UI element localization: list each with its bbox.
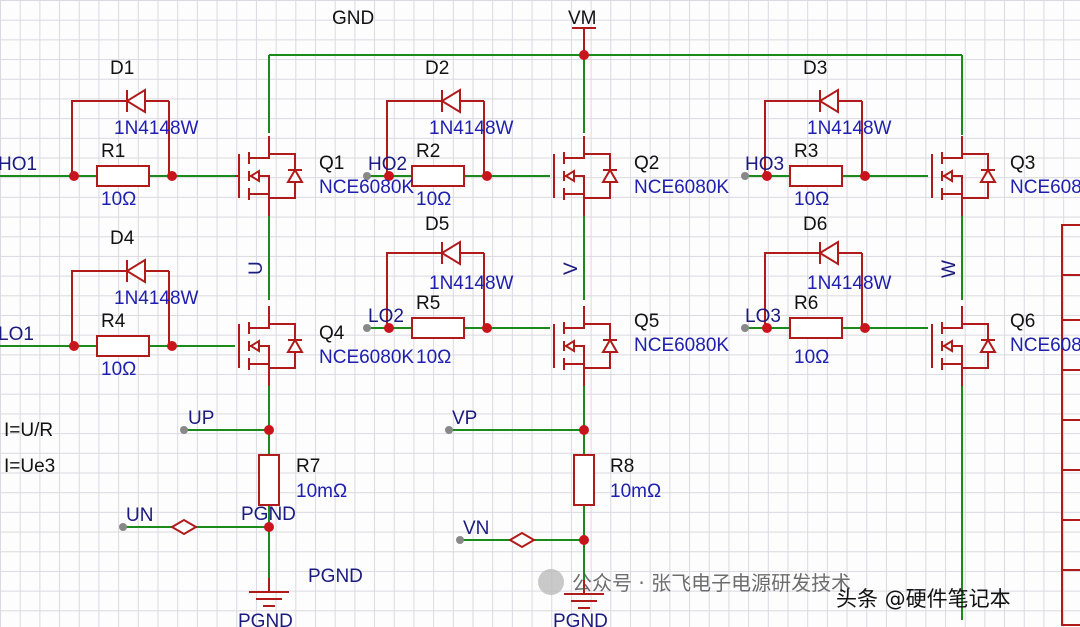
r3-ref: R3	[794, 141, 818, 162]
d1-ref: D1	[110, 58, 134, 79]
net-ho3-label: HO3	[745, 154, 784, 175]
q3-ref: Q3	[1010, 153, 1035, 174]
r2-ref: R2	[416, 141, 440, 162]
pin-markers	[119, 172, 749, 544]
q5-part: NCE6080K	[634, 335, 729, 356]
watermark-corner: 头条 @硬件笔记本	[836, 587, 1011, 611]
note-formula-1: I=U/R	[4, 420, 53, 441]
r7-ref: R7	[296, 456, 320, 477]
net-vm-label: VM	[568, 8, 597, 29]
q2-part: NCE6080K	[634, 177, 729, 198]
d4-ref: D4	[110, 228, 135, 249]
net-u-label: U	[246, 261, 267, 275]
watermarks: 公众号 · 张飞电子电源研发技术 头条 @硬件笔记本	[538, 569, 1011, 611]
r7-value: 10mΩ	[296, 481, 347, 502]
junctions	[69, 50, 870, 545]
q6-ref: Q6	[1010, 311, 1035, 332]
d5-part: 1N4148W	[429, 273, 514, 294]
net-pgnd-label-2: PGND	[308, 566, 363, 587]
d3-part: 1N4148W	[807, 118, 892, 139]
watermark-center: 公众号 · 张飞电子电源研发技术	[572, 571, 851, 595]
r1-ref: R1	[101, 141, 125, 162]
net-lo2-label: LO2	[368, 306, 404, 327]
net-v-label: V	[561, 262, 582, 275]
d6-ref: D6	[803, 214, 827, 235]
r8-value: 10mΩ	[610, 481, 661, 502]
wires	[0, 54, 1080, 620]
r4-ref: R4	[101, 311, 126, 332]
q3-part: NCE6080K	[1010, 177, 1080, 198]
labels: GND VM HO1 LO1 HO2 LO2 HO3 LO3 UP VP UN …	[0, 8, 1080, 627]
r3-value: 10Ω	[794, 189, 829, 210]
q1-part: NCE6080K	[319, 177, 414, 198]
parts	[71, 27, 1080, 626]
r8-ref: R8	[610, 456, 634, 477]
net-lo1-label: LO1	[0, 324, 34, 345]
r6-ref: R6	[794, 293, 818, 314]
net-pgnd-label-3: PGND	[238, 611, 293, 627]
net-w-label: W	[939, 260, 960, 278]
net-up-label: UP	[188, 408, 214, 429]
r6-value: 10Ω	[794, 347, 829, 368]
q6-part: NCE6080K	[1010, 335, 1080, 356]
r2-value: 10Ω	[416, 189, 451, 210]
r4-value: 10Ω	[101, 359, 136, 380]
net-vn-label: VN	[463, 518, 489, 539]
d4-part: 1N4148W	[114, 288, 199, 309]
net-pgnd-label-1: PGND	[241, 504, 296, 525]
q4-ref: Q4	[319, 323, 345, 344]
note-formula-2: I=Ue3	[4, 456, 55, 477]
d6-part: 1N4148W	[807, 273, 892, 294]
net-un-label: UN	[126, 505, 153, 526]
net-lo3-label: LO3	[745, 306, 781, 327]
d1-part: 1N4148W	[114, 118, 199, 139]
net-ho1-label: HO1	[0, 154, 37, 175]
d2-ref: D2	[425, 58, 449, 79]
r5-value: 10Ω	[416, 347, 451, 368]
net-gnd-label: GND	[332, 8, 374, 29]
q1-ref: Q1	[319, 153, 344, 174]
d2-part: 1N4148W	[429, 118, 514, 139]
q5-ref: Q5	[634, 311, 659, 332]
net-pgnd-label-4: PGND	[553, 611, 608, 627]
q4-part: NCE6080K	[319, 347, 414, 368]
q2-ref: Q2	[634, 153, 659, 174]
wechat-icon	[538, 569, 564, 595]
d5-ref: D5	[425, 214, 449, 235]
net-ho2-label: HO2	[368, 154, 407, 175]
net-vp-label: VP	[452, 408, 477, 429]
d3-ref: D3	[803, 58, 827, 79]
r5-ref: R5	[416, 293, 440, 314]
r1-value: 10Ω	[101, 189, 136, 210]
